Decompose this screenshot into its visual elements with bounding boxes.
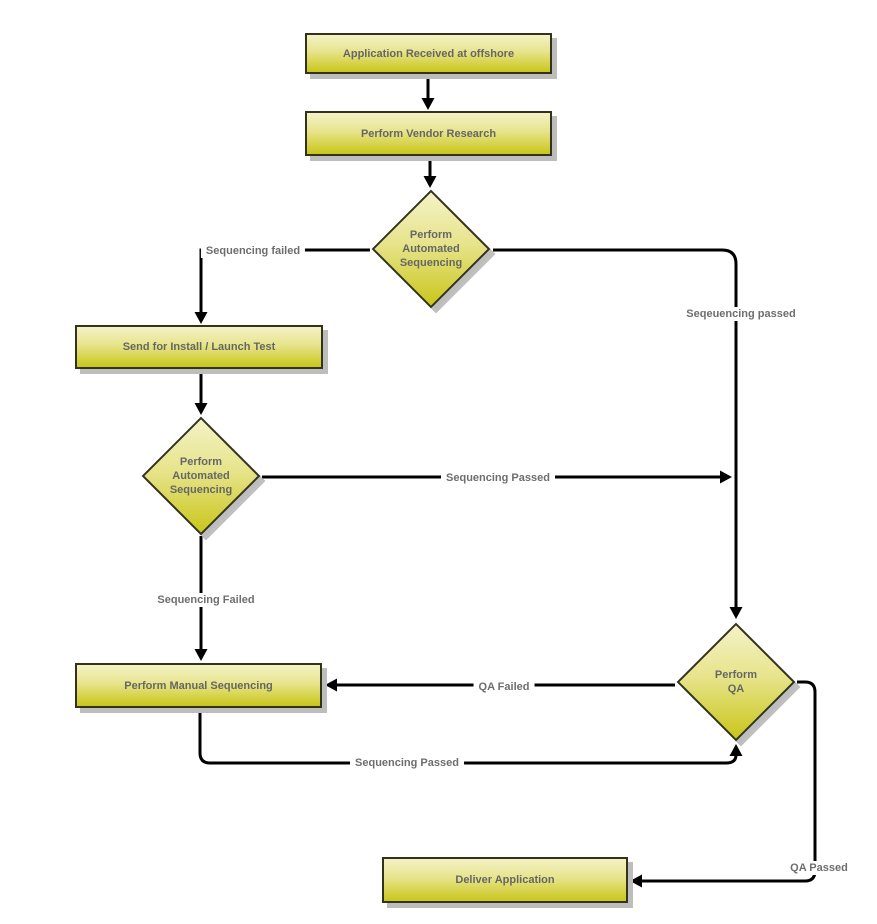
node-decision-automated-sequencing-1: Perform Automated Sequencing xyxy=(370,188,492,310)
edge-label-seqeuencing-passed: Seqeuencing passed xyxy=(681,307,801,321)
diamond-label: Perform Automated Sequencing xyxy=(169,455,233,497)
edge-label-qa-failed: QA Failed xyxy=(473,680,535,694)
arrowhead-down-icon xyxy=(194,312,208,324)
edge-autoseq1-qa-line xyxy=(493,248,738,608)
node-deliver-application: Deliver Application xyxy=(382,857,628,903)
edge-qa-deliver-line xyxy=(642,680,817,883)
arrowhead-down-icon xyxy=(421,98,435,110)
edge-label-sequencing-failed-1: Sequencing failed xyxy=(200,244,306,258)
node-perform-manual-sequencing: Perform Manual Sequencing xyxy=(75,663,322,708)
node-decision-perform-qa: Perform QA xyxy=(675,621,797,743)
node-perform-vendor-research: Perform Vendor Research xyxy=(305,111,552,156)
arrowhead-down-icon xyxy=(194,403,208,415)
arrowhead-down-icon xyxy=(423,176,437,188)
diamond-label: Perform QA xyxy=(714,668,758,695)
node-application-received: Application Received at offshore xyxy=(305,33,552,74)
arrowhead-left-icon xyxy=(630,874,642,888)
arrowhead-right-icon xyxy=(720,470,732,484)
edge-label-sequencing-passed-1: Sequencing Passed xyxy=(441,471,555,485)
edge-label-sequencing-failed-2: Sequencing Failed xyxy=(152,593,260,607)
node-send-install-launch-test: Send for Install / Launch Test xyxy=(75,325,323,369)
arrowhead-left-icon xyxy=(325,678,337,692)
node-decision-automated-sequencing-2: Perform Automated Sequencing xyxy=(140,415,262,537)
edge-label-qa-passed: QA Passed xyxy=(785,861,853,875)
arrowhead-down-icon xyxy=(729,607,743,619)
arrowhead-up-icon xyxy=(729,744,743,756)
edge-manual-qa-line xyxy=(198,708,738,765)
edge-label-sequencing-passed-2: Sequencing Passed xyxy=(350,756,464,770)
edge-autoseq1-install-line xyxy=(199,248,370,314)
diamond-label: Perform Automated Sequencing xyxy=(399,228,463,270)
arrowhead-down-icon xyxy=(194,649,208,661)
